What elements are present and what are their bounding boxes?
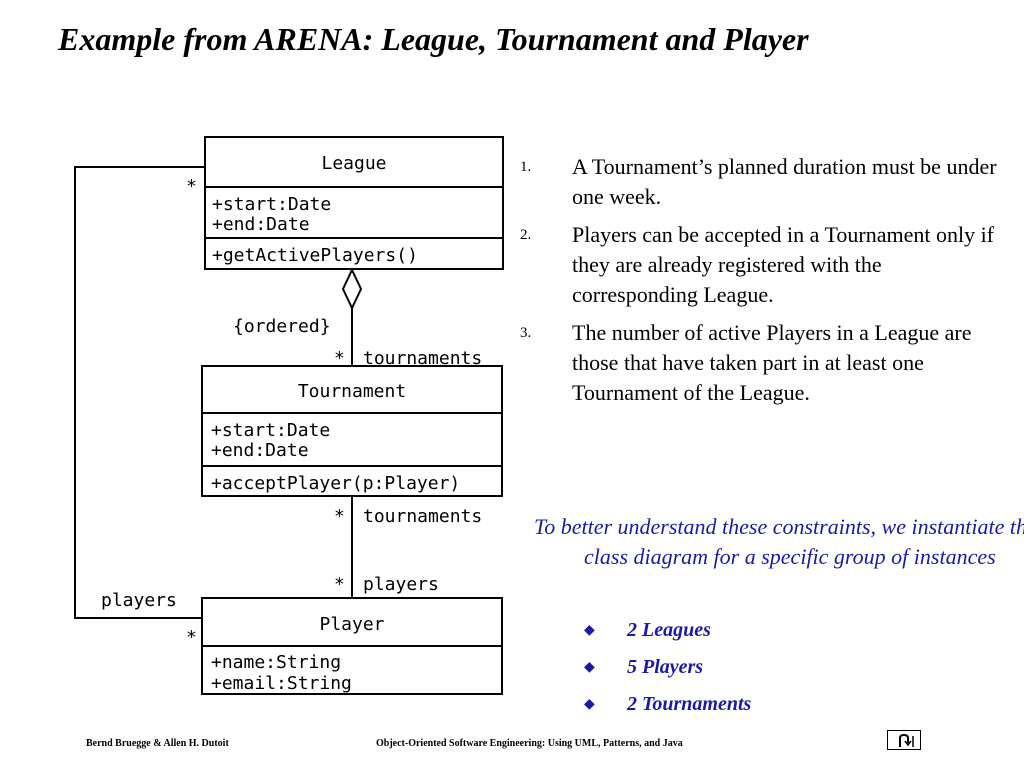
constraint-item: 2. Players can be accepted in a Tourname…: [520, 220, 1000, 310]
tournaments-role-bottom: tournaments: [363, 506, 482, 527]
tournament-class: Tournament +start:Date +end:Date +accept…: [201, 365, 503, 497]
footer-book-title: Object-Oriented Software Engineering: Us…: [376, 738, 683, 749]
league-class-name: League: [321, 153, 386, 174]
instance-item: ◆ 2 Tournaments: [584, 686, 751, 723]
player-attr-email: +email:String: [211, 673, 352, 694]
diamond-bullet-icon: ◆: [584, 623, 595, 638]
instance-label: 2 Tournaments: [627, 693, 752, 715]
tournaments-multiplicity-bottom: *: [334, 506, 345, 527]
constraint-text: Players can be accepted in a Tournament …: [572, 222, 995, 307]
player-multiplicity-left: *: [186, 627, 197, 648]
players-role-left: players: [101, 590, 177, 611]
constraints-list: 1. A Tournament’s planned duration must …: [520, 152, 1000, 416]
constraint-item: 1. A Tournament’s planned duration must …: [520, 152, 1000, 212]
instance-item: ◆ 5 Players: [584, 649, 751, 686]
tournaments-multiplicity-top: *: [334, 348, 345, 369]
league-tournament-aggregation: {ordered} * tournaments: [233, 267, 482, 369]
player-class: Player +name:String +email:String: [201, 597, 503, 695]
diamond-bullet-icon: ◆: [584, 660, 595, 675]
footer-authors: Bernd Bruegge & Allen H. Dutoit: [86, 738, 229, 749]
instance-item: ◆ 2 Leagues: [584, 612, 751, 649]
constraint-number: 3.: [520, 325, 532, 341]
aggregation-diamond: [341, 267, 363, 311]
constraint-number: 1.: [520, 159, 532, 175]
league-attr-start: +start:Date: [212, 194, 331, 215]
players-role-center: players: [363, 574, 439, 595]
league-attr-end: +end:Date: [212, 214, 310, 235]
constraint-number: 2.: [520, 227, 532, 243]
diamond-bullet-icon: ◆: [584, 697, 595, 712]
league-player-association: * players *: [74, 166, 205, 648]
league-multiplicity: *: [186, 176, 197, 197]
league-op-getactiveplayers: +getActivePlayers(): [212, 245, 418, 266]
tournament-class-name: Tournament: [298, 381, 406, 402]
return-nav-button[interactable]: [887, 730, 921, 750]
tournament-op-acceptplayer: +acceptPlayer(p:Player): [211, 473, 460, 494]
slide-title: Example from ARENA: League, Tournament a…: [58, 21, 809, 57]
constraint-text: A Tournament’s planned duration must be …: [572, 154, 997, 209]
constraint-item: 3. The number of active Players in a Lea…: [520, 318, 1000, 408]
tournament-player-association: * tournaments * players: [334, 496, 482, 598]
league-class: League +start:Date +end:Date +getActiveP…: [204, 136, 504, 270]
tournament-attr-end: +end:Date: [211, 440, 309, 461]
instance-list: ◆ 2 Leagues ◆ 5 Players ◆ 2 Tournaments: [584, 612, 751, 723]
tournaments-role-top: tournaments: [363, 348, 482, 369]
ordered-constraint-label: {ordered}: [233, 316, 331, 337]
constraint-text: The number of active Players in a League…: [572, 320, 972, 405]
player-attr-name: +name:String: [211, 652, 341, 673]
instance-label: 5 Players: [627, 656, 704, 678]
return-arrow-icon: [899, 733, 914, 747]
instantiation-note: To better understand these constraints, …: [534, 514, 1024, 569]
player-class-name: Player: [319, 614, 384, 635]
players-multiplicity-center: *: [334, 574, 345, 595]
tournament-attr-start: +start:Date: [211, 420, 330, 441]
instance-label: 2 Leagues: [627, 619, 711, 641]
